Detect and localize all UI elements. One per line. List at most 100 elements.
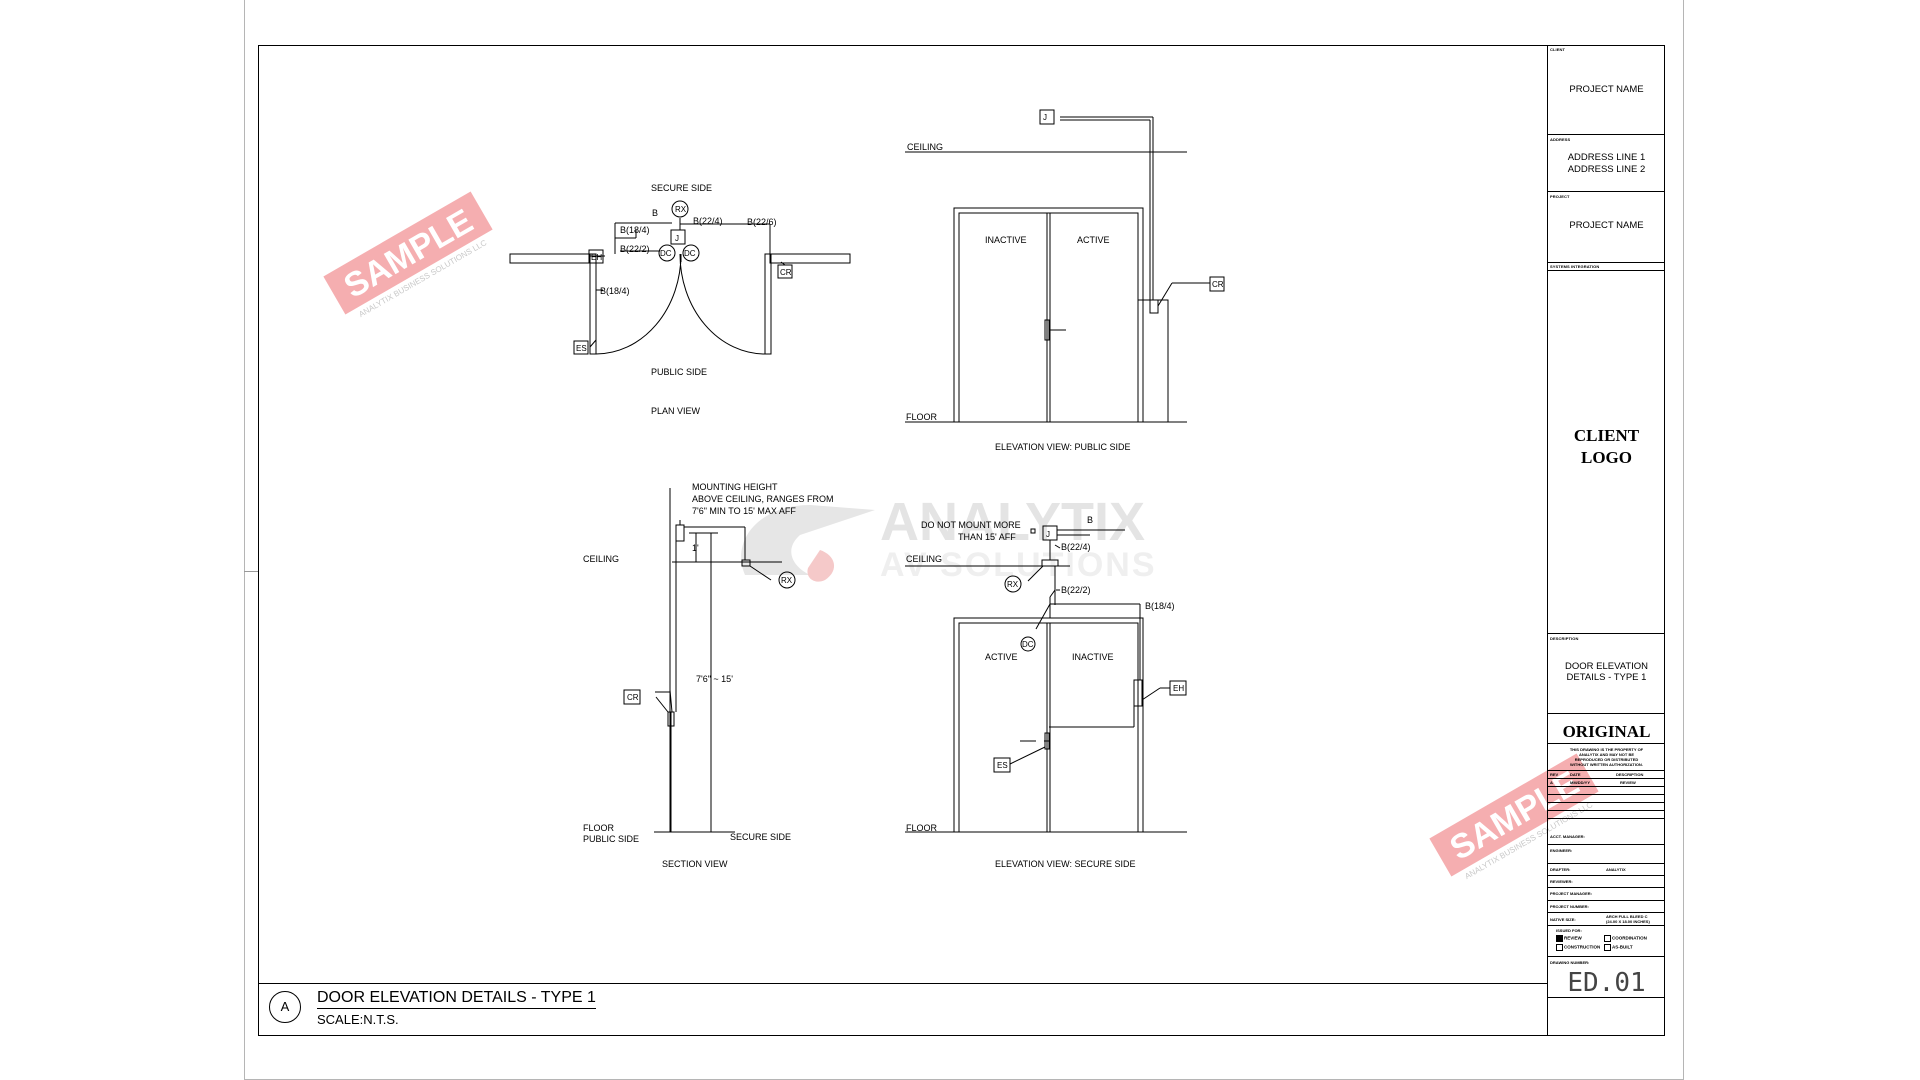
epub-inactive-label: INACTIVE (985, 235, 1027, 245)
tb-project-label: PROJECT (1550, 194, 1570, 199)
elevation-public-labels: J CEILING INACTIVE ACTIVE CR FLOOR ELEVA… (906, 113, 1224, 452)
plan-b-label: B (652, 208, 658, 218)
section-view (623, 488, 796, 833)
sec-ceiling-label: CEILING (583, 554, 619, 564)
tb-rev-h2: DATE (1570, 772, 1581, 777)
plan-view-labels: SECURE SIDE B RX B(22/4) B(22/6) B(18/4)… (576, 183, 792, 416)
tb-desc-line2: DETAILS - TYPE 1 (1566, 672, 1647, 683)
title-block: CLIENT PROJECT NAME ADDRESS ADDRESS LINE… (1547, 45, 1665, 1036)
tb-native-val1: ARCH FULL BLEED C (1606, 914, 1648, 919)
tb-staff-section: DRAFTER: ANALYTIX REVIEWER: PROJECT MANA… (1548, 864, 1665, 998)
tb-rev-r2: MM/DD/YY (1570, 780, 1590, 785)
sec-mount-line3: 7'6" MIN TO 15' MAX AFF (692, 506, 796, 516)
plan-b222-label: B(22/2) (620, 244, 650, 254)
tb-pn-rule (1548, 912, 1665, 913)
tb-drafter-value: ANALYTIX (1606, 867, 1626, 872)
tb-drawing-number-label: DRAWING NUMBER: (1550, 960, 1590, 965)
esec-ceiling-label: CEILING (906, 554, 942, 564)
plan-secure-side: SECURE SIDE (651, 183, 712, 193)
checkbox-checked-icon (1556, 935, 1563, 942)
detail-callout-circle: A (269, 991, 301, 1023)
tb-client-name: PROJECT NAME (1569, 84, 1644, 95)
tb-check-coordination-label: COORDINATION (1612, 935, 1647, 941)
checkbox-icon (1604, 935, 1611, 942)
drawing-frame (258, 45, 1665, 1036)
sec-rx-label: RX (781, 576, 793, 585)
tb-rev-row: A MM/DD/YY REVIEW (1550, 780, 1663, 785)
tb-issued-rule (1548, 956, 1665, 957)
sec-floor-label: FLOOR (583, 823, 615, 833)
tb-project-number: PROJECT NUMBER: (1550, 904, 1589, 909)
tb-rev-r3: REVIEW (1620, 780, 1636, 785)
tb-client-section: CLIENT PROJECT NAME (1548, 45, 1665, 135)
plan-es-label: ES (576, 344, 587, 353)
tb-address-line1: ADDRESS LINE 1 (1567, 152, 1646, 163)
tb-logo-line2: LOGO (1580, 448, 1632, 467)
sec-cr-label: CR (627, 693, 639, 702)
sec-height-label: 7'6" ~ 15' (696, 674, 733, 684)
tb-check-construction[interactable]: CONSTRUCTION (1556, 944, 1600, 951)
sec-title: SECTION VIEW (662, 859, 728, 869)
section-view-labels: MOUNTING HEIGHT ABOVE CEILING, RANGES FR… (583, 482, 834, 869)
esec-inactive-label: INACTIVE (1072, 652, 1114, 662)
tb-native-val2: (24.00 X 18.00 INCHES) (1606, 919, 1650, 924)
sec-mount-line1: MOUNTING HEIGHT (692, 482, 778, 492)
tb-rev-header: REV DATE DESCRIPTION (1550, 772, 1663, 777)
esec-warn2: THAN 15' AFF (958, 532, 1016, 542)
plan-j-label: J (675, 234, 679, 243)
tb-logo-section: CLIENT LOGO (1548, 271, 1665, 634)
plan-b184-side-label: B(18/4) (600, 286, 630, 296)
elevation-secure-labels: DO NOT MOUNT MORE THAN 15' AFF J B B(22/… (906, 515, 1184, 869)
tb-check-coordination[interactable]: COORDINATION (1604, 935, 1647, 942)
esec-b224-label: B(22/4) (1061, 542, 1091, 552)
esec-rx-label: RX (1007, 580, 1019, 589)
plan-dc2-label: DC (684, 249, 696, 258)
esec-b184-label: B(18/4) (1145, 601, 1175, 611)
esec-j-label: J (1046, 530, 1050, 539)
plan-view (509, 200, 851, 355)
brand-line1: ANALYTIX (880, 492, 1145, 552)
tb-drafter: DRAFTER: (1550, 867, 1571, 872)
tb-check-review[interactable]: REVIEW (1556, 935, 1582, 942)
tb-rev-row4 (1548, 802, 1665, 803)
tb-note-line4: WITHOUT WRITTEN AUTHORIZATION. (1570, 762, 1643, 767)
plan-b226-label: B(22/6) (747, 217, 777, 227)
tb-project-manager: PROJECT MANAGER: (1550, 891, 1593, 896)
drawing-title-bar: A DOOR ELEVATION DETAILS - TYPE 1 SCALE:… (258, 983, 1547, 1036)
esec-b222-label: B(22/2) (1061, 585, 1091, 595)
epub-cr-label: CR (1212, 280, 1224, 289)
checkbox-icon (1556, 944, 1563, 951)
tb-address-section: ADDRESS ADDRESS LINE 1 ADDRESS LINE 2 (1548, 135, 1665, 192)
epub-j-label: J (1043, 113, 1047, 122)
tb-rev-h1: REV (1550, 772, 1559, 777)
tb-rev-h3: DESCRIPTION (1616, 772, 1644, 777)
esec-dc-label: DC (1022, 640, 1034, 649)
tb-si-label: SYSTEMS INTEGRATION (1550, 264, 1600, 269)
esec-b-label: B (1087, 515, 1093, 525)
plan-b184-top-label: B(18/4) (620, 225, 650, 235)
sample-stamp-left: SAMPLE ANALYTIX BUSINESS SOLUTIONS LLC (323, 191, 493, 319)
tb-rev-row2 (1548, 786, 1665, 787)
tb-description-section: DESCRIPTION DOOR ELEVATION DETAILS - TYP… (1548, 634, 1665, 714)
tb-check-asbuilt[interactable]: AS-BUILT (1604, 944, 1633, 951)
esec-warn1: DO NOT MOUNT MORE (921, 520, 1021, 530)
tb-rev-row5 (1548, 810, 1665, 811)
tb-rev-top (1548, 770, 1665, 771)
tb-issued-for: ISSUED FOR: (1556, 928, 1582, 933)
tb-acct-manager: ACCT. MANAGER: (1550, 834, 1585, 839)
tb-check-construction-label: CONSTRUCTION (1564, 944, 1601, 950)
plan-b224-label: B(22/4) (693, 216, 723, 226)
plan-eh-label: EH (591, 253, 602, 262)
tb-desc-line1: DOOR ELEVATION (1564, 661, 1649, 672)
plan-public-side: PUBLIC SIDE (651, 367, 707, 377)
tb-desc-label: DESCRIPTION (1550, 636, 1579, 641)
tb-original-section: ORIGINAL THIS DRAWING IS THE PROPERTY OF… (1548, 714, 1665, 864)
drawing-scale: SCALE:N.T.S. (317, 1012, 399, 1027)
tb-native-rule (1548, 925, 1665, 926)
esec-active-label: ACTIVE (985, 652, 1018, 662)
tb-reviewer-rule (1548, 887, 1665, 888)
tb-rev-row6 (1548, 818, 1665, 819)
epub-ceiling-label: CEILING (907, 142, 943, 152)
epub-active-label: ACTIVE (1077, 235, 1110, 245)
tb-original: ORIGINAL (1562, 722, 1651, 741)
